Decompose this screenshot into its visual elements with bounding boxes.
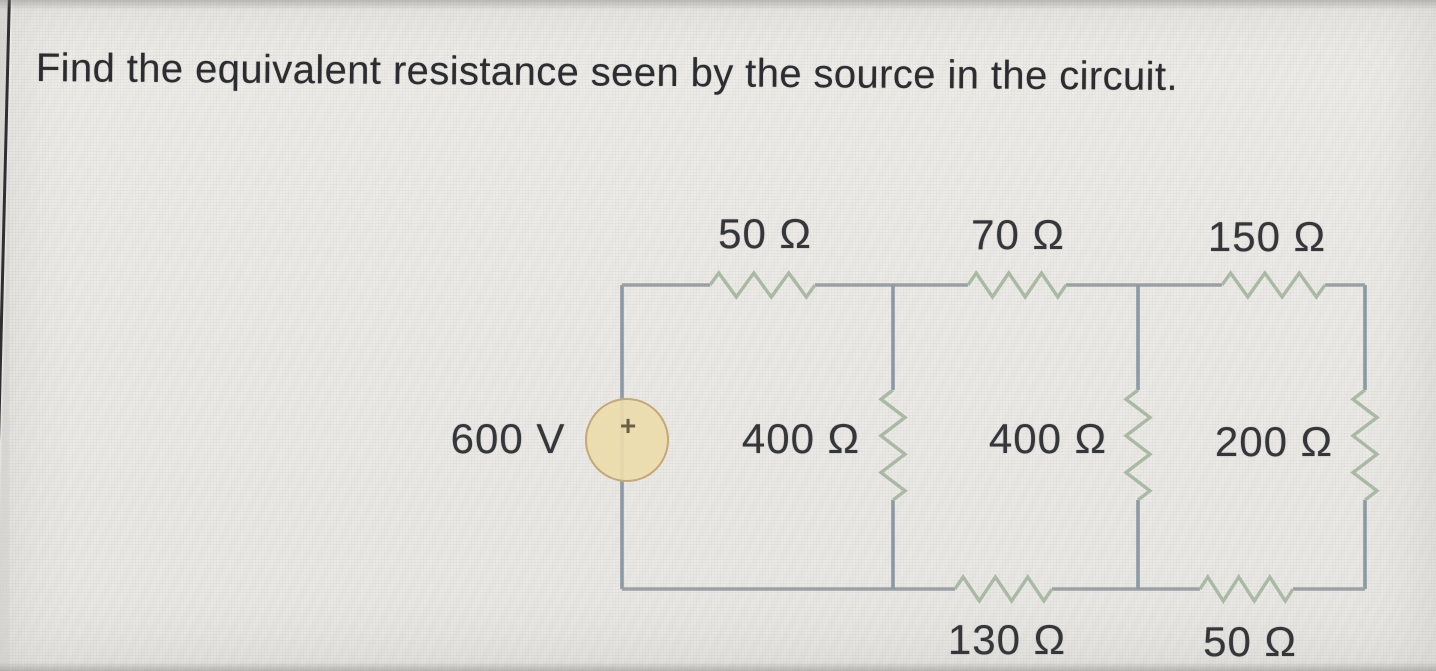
photo-bottom-shade: [0, 662, 1436, 671]
label-resistor-bottom-right: 50 Ω: [1203, 618, 1297, 665]
label-resistor-shunt-right: 200 Ω: [1214, 418, 1334, 465]
label-resistor-shunt-middle: 400 Ω: [988, 415, 1108, 462]
resistor-zigzag-bottom-right: [1198, 573, 1295, 605]
label-resistor-bottom-middle: 130 Ω: [947, 616, 1067, 663]
label-resistor-top-left: 50 Ω: [718, 210, 812, 257]
resistor-zigzag-top-left: [708, 270, 817, 300]
label-resistor-shunt-left: 400 Ω: [741, 415, 861, 462]
label-resistor-top-right: 150 Ω: [1207, 213, 1327, 260]
photo-left-margin: [0, 0, 9, 671]
photo-top-shade: [0, 0, 1436, 10]
resistor-zigzag-top-right: [1220, 270, 1327, 300]
source-polarity-plus: +: [619, 410, 637, 441]
resistor-zigzag-shunt-middle: [1123, 388, 1153, 502]
label-source-voltage: 600 V: [450, 415, 566, 462]
label-resistor-top-middle: 70 Ω: [971, 211, 1065, 258]
resistor-zigzag-bottom-middle: [953, 573, 1054, 605]
voltage-source-icon: [585, 398, 669, 482]
resistor-zigzag-shunt-right: [1350, 388, 1380, 502]
resistor-zigzag-shunt-left: [878, 388, 908, 502]
resistor-zigzag-top-middle: [966, 269, 1068, 301]
